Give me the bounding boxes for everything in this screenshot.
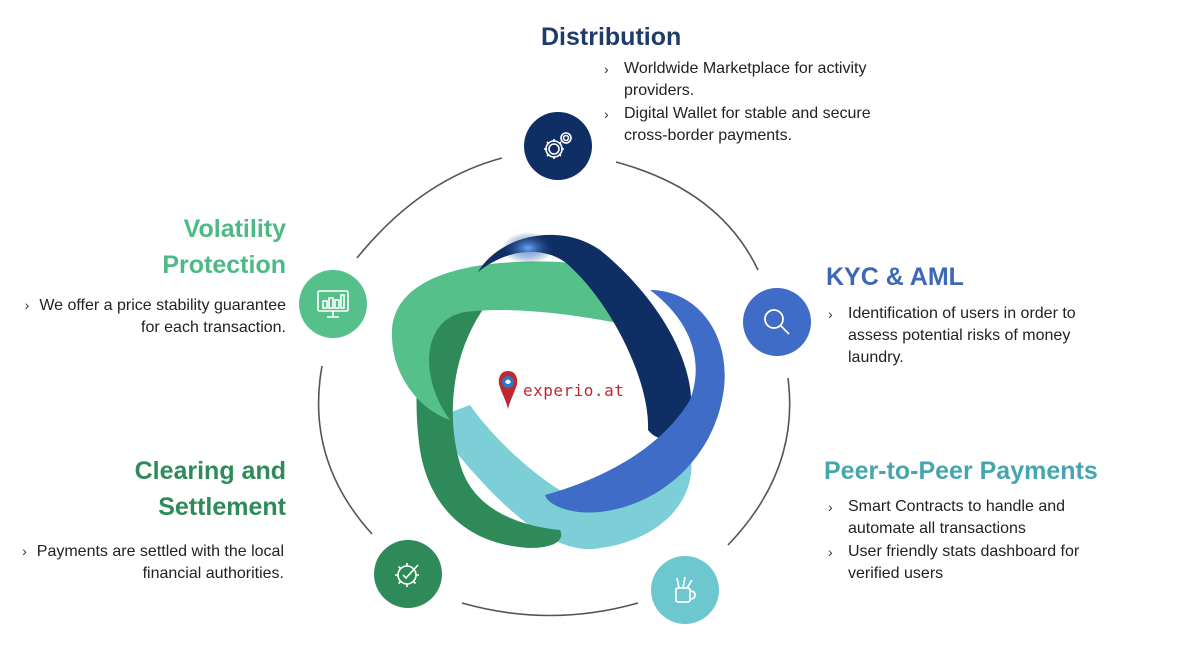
band-blue	[545, 290, 725, 513]
gear-check-icon	[395, 563, 419, 587]
clearing-icon-circle	[374, 540, 442, 608]
kyc-icon-circle	[743, 288, 811, 356]
band-highlight	[502, 232, 554, 264]
logo-text: experio.at	[523, 380, 625, 400]
list-item: ›Payments are settled with the local fin…	[22, 543, 284, 582]
gears-icon	[544, 132, 572, 159]
volatility-icon-circle	[299, 270, 367, 338]
band-green	[391, 261, 652, 420]
p2p-icon-circle	[651, 556, 719, 624]
clearing-bullets: ›Payments are settled with the local fin…	[14, 540, 284, 586]
band-dark-green	[416, 268, 562, 548]
band-navy	[478, 234, 692, 439]
distribution-icon-circle	[524, 112, 592, 180]
band-teal	[430, 405, 692, 550]
pen-holder-icon	[675, 576, 696, 603]
location-pin-icon	[498, 371, 518, 409]
ring-arc-right	[727, 377, 791, 546]
distribution-title: Distribution	[541, 23, 682, 51]
ring-arc-top-left	[356, 157, 503, 259]
clearing-title-line1: Clearing and	[134, 457, 286, 485]
list-item: ›Digital Wallet for stable and secure cr…	[604, 105, 871, 144]
list-item: ›User friendly stats dashboard for verif…	[828, 543, 1080, 582]
ring-arc-bottom	[461, 602, 639, 617]
magnifier-icon	[764, 309, 790, 335]
list-item: ›Identification of users in order to ass…	[828, 305, 1076, 366]
kyc-bullets: ›Identification of users in order to ass…	[828, 303, 1128, 370]
p2p-title: Peer-to-Peer Payments	[824, 457, 1098, 485]
ring-arc-left	[317, 365, 373, 535]
ring-arc-top-right	[615, 161, 759, 271]
list-item: ›Smart Contracts to handle and automate …	[828, 498, 1066, 537]
list-item: ›We offer a price stability guarantee fo…	[24, 297, 286, 336]
volatility-bullets: ›We offer a price stability guarantee fo…	[16, 294, 286, 340]
experio-logo: experio.at	[497, 370, 624, 410]
volatility-title-line2: Protection	[162, 251, 286, 279]
volatility-title-line1: Volatility	[183, 215, 286, 243]
kyc-title: KYC & AML	[826, 263, 964, 291]
list-item: ›Worldwide Marketplace for activity prov…	[604, 60, 867, 99]
distribution-bullets: ›Worldwide Marketplace for activity prov…	[604, 58, 894, 148]
p2p-bullets: ›Smart Contracts to handle and automate …	[828, 496, 1128, 586]
clearing-title-line2: Settlement	[158, 493, 286, 521]
monitor-chart-icon	[317, 290, 349, 318]
